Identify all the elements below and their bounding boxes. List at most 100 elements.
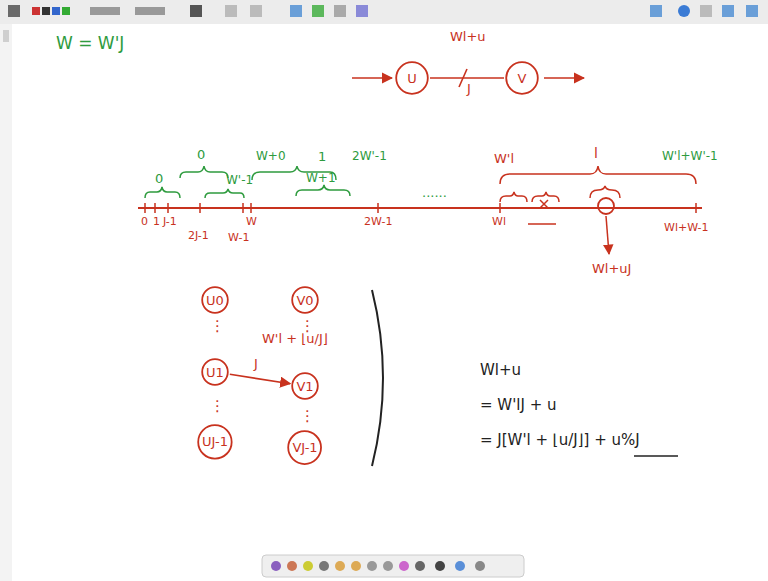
node-label: V0 <box>296 294 313 307</box>
group-label: 2W'-1 <box>352 150 387 163</box>
toolbar-icon <box>290 5 302 17</box>
brace <box>145 187 180 198</box>
brace <box>180 166 228 178</box>
node-label: U <box>407 72 417 85</box>
node-label: U1 <box>206 366 224 379</box>
toolbar-icon <box>319 561 329 571</box>
group-label: l <box>594 146 598 161</box>
tick-label: 2W-1 <box>364 216 392 228</box>
toolbar-icon <box>90 7 120 15</box>
toolbar-icon <box>250 5 262 17</box>
column-dots: ⋮ <box>300 408 315 425</box>
circle-outline <box>292 287 318 313</box>
toolbar-icon <box>356 5 368 17</box>
output-arrow <box>544 77 584 79</box>
circle-outline <box>506 62 538 94</box>
wire-label: Wl+u <box>450 30 486 44</box>
circle-outline <box>202 359 228 385</box>
group-label: 0 <box>197 148 205 162</box>
connector <box>430 77 504 79</box>
brace <box>296 185 350 196</box>
circle-node: UJ-1 <box>197 424 233 460</box>
toolbar-icon <box>399 561 409 571</box>
equation-line: Wl+u <box>480 362 521 379</box>
toolbar-icon <box>190 5 202 17</box>
side-strip <box>0 24 12 581</box>
circle-outline <box>292 373 318 399</box>
circle-outline <box>198 425 231 458</box>
connector-label: J <box>465 82 473 96</box>
toolbar-icon <box>271 561 281 571</box>
toolbar-icon <box>650 5 662 17</box>
toolbar-icon <box>678 5 690 17</box>
node-label: UJ-1 <box>202 435 228 448</box>
toolbar-icon <box>225 5 237 17</box>
toolbar-icon <box>435 561 445 571</box>
circle-node: U1 <box>201 358 229 386</box>
toolbar-icon <box>383 561 393 571</box>
input-arrow <box>352 77 392 79</box>
toolbar-icon <box>42 7 50 15</box>
equation-line: = J[W'l + ⌊u/J⌋] + u%J <box>480 432 640 449</box>
brace <box>500 192 527 202</box>
index-label: W'l + ⌊u/J⌋ <box>262 332 328 346</box>
toolbar-icon <box>351 561 361 571</box>
connector <box>230 374 290 383</box>
toolbar-icons <box>8 5 758 17</box>
group-label: W'l+W'-1 <box>662 150 718 163</box>
circle-outline <box>396 62 428 94</box>
segment-mark <box>528 223 556 225</box>
number-line <box>138 207 702 209</box>
tick-label: Wl+W-1 <box>664 222 709 234</box>
circle-node: V0 <box>291 286 319 314</box>
tick-label: W-1 <box>228 232 249 244</box>
title-note: W = W'J <box>56 34 124 53</box>
brace <box>500 166 696 184</box>
leader-arrow <box>606 216 609 254</box>
circle-node: V1 <box>291 372 319 400</box>
tick-label: 2J-1 <box>188 230 209 242</box>
tick-label: Wl <box>492 216 506 228</box>
circle-node: V <box>505 61 539 95</box>
index-label: Wl+uJ <box>592 262 631 276</box>
group-label: W'-1 <box>226 174 253 187</box>
toolbar-icon <box>722 5 734 17</box>
highlight-circle <box>598 198 614 214</box>
brace <box>532 192 559 202</box>
green-braces <box>145 166 350 198</box>
circle-node: U <box>395 61 429 95</box>
toolbar-icon <box>700 5 712 17</box>
tick-label: J-1 <box>163 216 177 228</box>
group-label: 0 <box>155 172 163 186</box>
circle-outline <box>289 432 322 465</box>
toolbar-icon <box>415 561 425 571</box>
column-dots: ⋮ <box>210 398 225 415</box>
toolbar-icon <box>746 5 758 17</box>
toolbar-icon <box>287 561 297 571</box>
toolbar-icon <box>335 561 345 571</box>
tick-label: W <box>246 216 257 228</box>
red-braces <box>500 166 696 202</box>
brace <box>590 186 620 198</box>
bottom-toolbar-icons <box>271 561 485 571</box>
node-label: V1 <box>296 380 313 393</box>
grouping-bracket <box>372 290 383 466</box>
group-label: 1 <box>318 150 326 164</box>
toolbar-icon <box>475 561 485 571</box>
toolbar-icon <box>303 561 313 571</box>
toolbar-icon <box>367 561 377 571</box>
node-label: V <box>518 72 527 85</box>
group-label: W+0 <box>256 150 286 163</box>
node-label: VJ-1 <box>292 441 317 454</box>
toolbar-icon <box>312 5 324 17</box>
node-label: U0 <box>206 294 224 307</box>
brace <box>205 189 244 198</box>
column-dots: ⋮ <box>210 318 225 335</box>
toolbar-icon <box>62 7 70 15</box>
tick-label: 0 <box>141 216 148 228</box>
ellipsis: ...... <box>422 186 447 200</box>
tick-label: 1 <box>153 216 160 228</box>
